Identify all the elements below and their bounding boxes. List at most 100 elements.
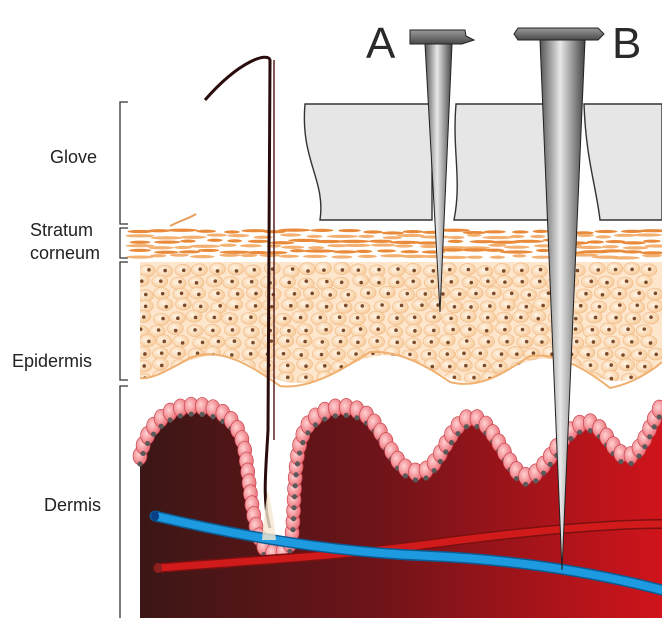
stratum-label-line2: corneum xyxy=(30,243,100,264)
epidermis-label: Epidermis xyxy=(12,351,92,372)
cell-nucleus xyxy=(362,375,366,379)
cell-nucleus xyxy=(386,292,390,296)
stratum-flake xyxy=(280,233,301,236)
cell-nucleus xyxy=(474,292,478,296)
epidermis-cell xyxy=(404,383,420,395)
cell-nucleus xyxy=(451,328,455,332)
stratum-flake xyxy=(448,240,464,243)
stratum-flake xyxy=(381,231,404,234)
cell-nucleus xyxy=(408,353,412,357)
cell-nucleus xyxy=(654,305,658,309)
epidermis-cell xyxy=(530,277,546,289)
cell-nucleus xyxy=(541,471,546,476)
cell-nucleus xyxy=(291,505,296,510)
cell-nucleus xyxy=(576,269,580,273)
cell-nucleus xyxy=(228,317,232,321)
epidermis-cell xyxy=(173,335,189,347)
cell-nucleus xyxy=(618,459,623,464)
stratum-flake xyxy=(281,246,304,249)
cell-nucleus xyxy=(304,375,308,379)
cell-nucleus xyxy=(174,329,178,333)
epidermis-cell xyxy=(479,335,495,347)
cell-nucleus xyxy=(514,388,518,392)
stratum-flake xyxy=(240,244,262,247)
cell-nucleus xyxy=(341,268,345,272)
cell-nucleus xyxy=(536,317,540,321)
cell-nucleus xyxy=(539,377,543,381)
epidermis-cell xyxy=(494,263,510,275)
cell-nucleus xyxy=(614,268,618,272)
stratum-flake xyxy=(484,230,506,233)
cell-nucleus xyxy=(356,316,360,320)
stratum-flake xyxy=(196,230,216,233)
epidermis-cell xyxy=(638,385,654,397)
cell-nucleus xyxy=(449,440,454,445)
cell-nucleus xyxy=(449,317,453,321)
cell-nucleus xyxy=(159,377,163,381)
cell-nucleus xyxy=(333,413,338,418)
cell-nucleus xyxy=(216,269,220,273)
cell-nucleus xyxy=(359,281,363,285)
cell-nucleus xyxy=(625,388,629,392)
cell-nucleus xyxy=(396,281,400,285)
cell-nucleus xyxy=(462,388,466,392)
cell-nucleus xyxy=(299,316,303,320)
cell-nucleus xyxy=(649,341,653,345)
stratum-flake xyxy=(307,235,323,238)
stratum-flake xyxy=(337,240,370,243)
epidermis-cell xyxy=(409,370,425,382)
cell-nucleus xyxy=(438,459,443,464)
cell-nucleus xyxy=(250,280,254,284)
epidermis-cell xyxy=(439,334,455,346)
epidermis-cell xyxy=(492,349,508,361)
stratum-flake xyxy=(484,249,504,252)
cell-nucleus xyxy=(354,352,358,356)
cell-nucleus xyxy=(618,303,622,307)
cell-nucleus xyxy=(139,327,143,331)
cell-nucleus xyxy=(633,317,637,321)
cell-nucleus xyxy=(486,316,490,320)
cell-nucleus xyxy=(291,267,295,271)
cell-nucleus xyxy=(527,293,531,297)
cell-nucleus xyxy=(637,291,641,295)
cell-nucleus xyxy=(213,279,217,283)
epidermis-cell xyxy=(278,335,294,347)
stratum-flake xyxy=(401,250,419,253)
stratum-flake xyxy=(166,229,198,232)
cell-nucleus xyxy=(588,428,593,433)
epidermis-cell xyxy=(193,386,209,398)
epidermis-cell xyxy=(135,347,151,359)
stratum-flake xyxy=(150,236,183,239)
cell-nucleus xyxy=(180,292,184,296)
cell-nucleus xyxy=(411,387,415,391)
stratum-flake xyxy=(510,235,525,238)
cell-nucleus xyxy=(507,305,511,309)
cell-nucleus xyxy=(287,281,291,285)
epidermis-cell xyxy=(353,274,369,286)
cell-nucleus xyxy=(289,387,293,391)
stratum-flake xyxy=(179,250,201,253)
stratum-flake xyxy=(126,244,155,247)
stratum-flake xyxy=(333,250,358,253)
cell-nucleus xyxy=(642,327,646,331)
cell-nucleus xyxy=(413,315,417,319)
epidermis-cell xyxy=(259,314,275,326)
cell-nucleus xyxy=(217,340,221,344)
epidermis-cell xyxy=(246,384,262,396)
cell-nucleus xyxy=(458,292,462,296)
cell-nucleus xyxy=(200,389,204,393)
cell-nucleus xyxy=(609,363,613,367)
epidermis-cell xyxy=(392,301,408,313)
stratum-flake xyxy=(125,234,154,237)
cell-nucleus xyxy=(441,292,445,296)
epidermis-cell xyxy=(263,299,279,311)
cell-nucleus xyxy=(507,377,511,381)
cell-nucleus xyxy=(596,268,600,272)
cell-nucleus xyxy=(198,267,202,271)
epidermis-cell xyxy=(350,360,366,372)
cell-nucleus xyxy=(168,417,173,422)
cell-nucleus xyxy=(235,305,239,309)
stratum-flake xyxy=(355,250,372,253)
